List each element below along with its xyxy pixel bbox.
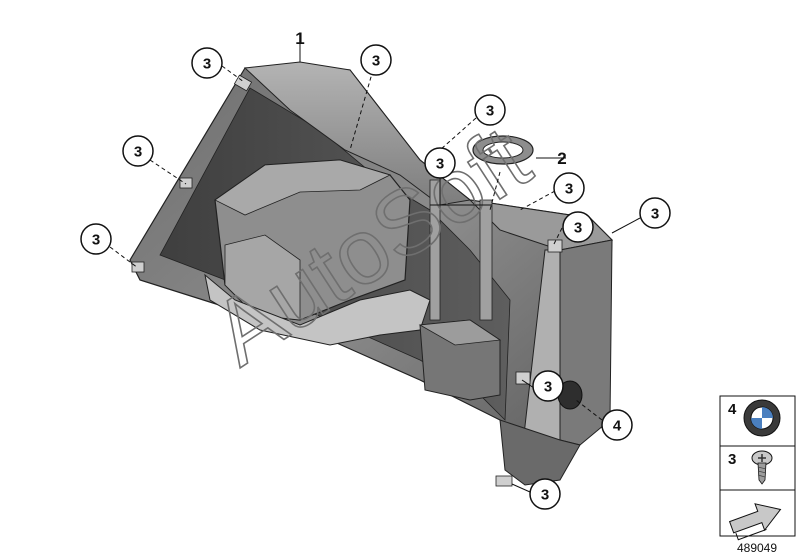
- legend-row-screw: 3: [728, 450, 773, 485]
- callout-number: 3: [565, 181, 573, 198]
- callout-number: 3: [203, 56, 211, 73]
- callout-3-right-upper: 3: [553, 172, 585, 204]
- callout-2: 2: [557, 149, 566, 168]
- legend-number: 4: [728, 401, 737, 418]
- callout-number: 3: [436, 156, 444, 173]
- diagram-number: 489049: [737, 541, 777, 555]
- callout-number: 3: [574, 220, 582, 237]
- callout-3-far-right: 3: [639, 197, 671, 229]
- callout-number: 3: [134, 144, 142, 161]
- callout-number: 4: [613, 418, 622, 435]
- callout-number: 2: [557, 149, 566, 168]
- legend-number: 3: [728, 451, 736, 468]
- rear-frame-housing: [129, 61, 614, 487]
- callout-3-upper-right: 3: [474, 94, 506, 126]
- callout-number: 3: [651, 206, 659, 223]
- callout-number: 3: [544, 379, 552, 396]
- legend-row-emblem: 4: [728, 399, 781, 437]
- direction-arrow-icon: [728, 503, 782, 541]
- callout-3-center: 3: [424, 147, 456, 179]
- leader-lines: [109, 42, 641, 493]
- callout-3-left-upper: 3: [122, 135, 154, 167]
- callout-3-top-left: 3: [191, 47, 223, 79]
- callout-number: 3: [486, 103, 494, 120]
- callout-3-bottom: 3: [529, 478, 561, 510]
- callout-3-lower-mid: 3: [532, 370, 564, 402]
- callout-3-left-lower: 3: [80, 223, 112, 255]
- callout-3-right-mid: 3: [562, 211, 594, 243]
- legend-row-arrow: [728, 503, 782, 541]
- callout-number: 3: [541, 487, 549, 504]
- callout-number: 3: [92, 232, 100, 249]
- emblem-badge-icon: [743, 399, 781, 437]
- parts-legend: 4 3: [719, 395, 796, 541]
- callout-number: 3: [372, 53, 380, 70]
- callout-4: 4: [601, 409, 633, 441]
- callout-number: 1: [295, 29, 304, 48]
- callout-3-top-center: 3: [360, 44, 392, 76]
- sealing-ring: [472, 135, 534, 165]
- callout-1: 1: [295, 29, 304, 48]
- torx-screw-icon: [751, 450, 773, 485]
